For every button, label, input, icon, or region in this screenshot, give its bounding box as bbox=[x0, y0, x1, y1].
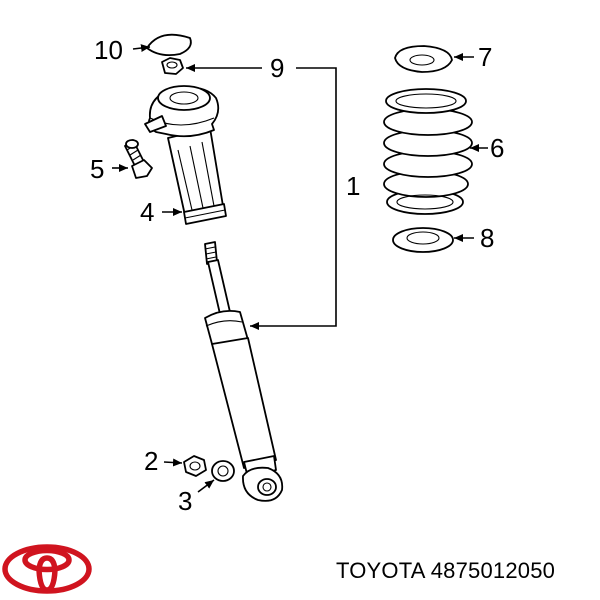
callout-3: 3 bbox=[178, 486, 192, 516]
callout-6: 6 bbox=[490, 133, 504, 163]
part-7-upper-seat bbox=[394, 45, 453, 73]
part-3-washer bbox=[211, 460, 235, 482]
callout-8: 8 bbox=[480, 223, 494, 253]
part-8-lower-seat bbox=[392, 227, 454, 253]
part-6-coil-spring bbox=[383, 88, 473, 215]
callout-9: 9 bbox=[270, 53, 284, 83]
callout-4: 4 bbox=[140, 197, 154, 227]
callout-5: 5 bbox=[90, 154, 104, 184]
callout-10: 10 bbox=[94, 35, 123, 65]
part-1-shock-absorber bbox=[204, 241, 284, 502]
callout-1: 1 bbox=[346, 171, 360, 201]
part-number-caption: TOYOTA 4875012050 bbox=[336, 558, 556, 583]
part-9-nut bbox=[161, 57, 184, 75]
callout-7: 7 bbox=[478, 42, 492, 72]
leader-lines bbox=[112, 44, 488, 493]
callout-2: 2 bbox=[144, 446, 158, 476]
part-10-cap bbox=[146, 33, 192, 57]
part-2-nut bbox=[183, 455, 207, 477]
toyota-logo-icon bbox=[2, 544, 92, 594]
callout-numbers: 10 9 7 6 1 5 4 8 2 3 bbox=[90, 35, 504, 516]
part-4-boot-mount bbox=[144, 85, 227, 225]
part-5-bolt bbox=[124, 139, 153, 179]
